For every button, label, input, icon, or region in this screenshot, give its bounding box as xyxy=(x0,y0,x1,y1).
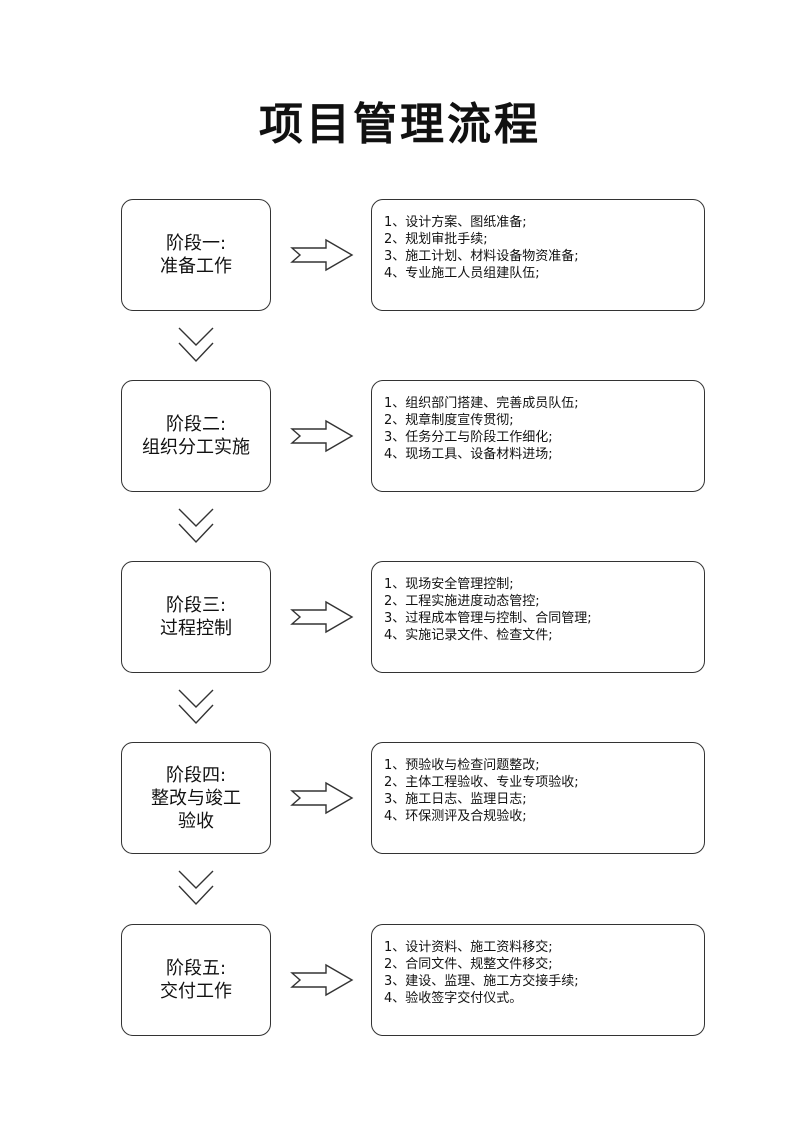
stage-label-line: 阶段五: xyxy=(165,958,227,979)
detail-item: 4、环保测评及合规验收; xyxy=(384,809,527,824)
stage-label-line: 交付工作 xyxy=(160,981,232,1002)
arrow-down-icon xyxy=(176,868,216,908)
page-title: 项目管理流程 xyxy=(259,99,541,150)
stage-label-line: 阶段四: xyxy=(165,764,227,786)
detail-item: 2、规章制度宣传贯彻; xyxy=(384,413,514,428)
detail-item: 2、合同文件、规整文件移交; xyxy=(384,957,553,972)
arrow-right-icon xyxy=(290,599,354,635)
detail-item: 2、规划审批手续; xyxy=(384,232,488,247)
stage-label-line: 验收 xyxy=(178,810,214,832)
detail-item: 2、工程实施进度动态管控; xyxy=(384,594,540,609)
stage-label-line: 阶段三: xyxy=(165,595,227,616)
stage-label-line: 阶段一: xyxy=(165,233,227,254)
detail-item: 3、任务分工与阶段工作细化; xyxy=(384,430,553,445)
detail-item: 3、施工计划、材料设备物资准备; xyxy=(384,249,579,264)
stage-box-5: 阶段五:交付工作 xyxy=(121,924,271,1036)
detail-item: 4、现场工具、设备材料进场; xyxy=(384,447,553,462)
stage-label-line: 整改与竣工 xyxy=(151,787,241,809)
stage-label-line: 阶段二: xyxy=(165,414,227,435)
stage-label-line: 组织分工实施 xyxy=(142,437,250,458)
detail-item: 1、预验收与检查问题整改; xyxy=(384,758,540,773)
arrow-down-icon xyxy=(176,687,216,727)
detail-box-2: 1、组织部门搭建、完善成员队伍; 2、规章制度宣传贯彻; 3、任务分工与阶段工作细化… xyxy=(371,380,705,492)
arrow-right-icon xyxy=(290,237,354,273)
detail-item: 1、设计资料、施工资料移交; xyxy=(384,940,553,955)
arrow-right-icon xyxy=(290,780,354,816)
detail-item: 1、组织部门搭建、完善成员队伍; xyxy=(384,396,579,411)
detail-item: 3、建设、监理、施工方交接手续; xyxy=(384,974,579,989)
arrow-down-icon xyxy=(176,506,216,546)
arrow-down-icon xyxy=(176,325,216,365)
arrow-right-icon xyxy=(290,418,354,454)
stage-box-4: 阶段四:整改与竣工验收 xyxy=(121,742,271,854)
detail-box-4: 1、预验收与检查问题整改; 2、主体工程验收、专业专项验收; 3、施工日志、监理日志… xyxy=(371,742,705,854)
stage-box-1: 阶段一:准备工作 xyxy=(121,199,271,311)
detail-item: 2、主体工程验收、专业专项验收; xyxy=(384,775,579,790)
detail-item: 4、实施记录文件、检查文件; xyxy=(384,628,553,643)
detail-box-5: 1、设计资料、施工资料移交; 2、合同文件、规整文件移交; 3、建设、监理、施工方交… xyxy=(371,924,705,1036)
detail-item: 3、施工日志、监理日志; xyxy=(384,792,527,807)
detail-item: 3、过程成本管理与控制、合同管理; xyxy=(384,611,592,626)
detail-box-3: 1、现场安全管理控制; 2、工程实施进度动态管控; 3、过程成本管理与控制、合同管理… xyxy=(371,561,705,673)
detail-item: 1、现场安全管理控制; xyxy=(384,577,514,592)
stage-box-3: 阶段三:过程控制 xyxy=(121,561,271,673)
stage-label-line: 过程控制 xyxy=(160,618,232,639)
detail-box-1: 1、设计方案、图纸准备; 2、规划审批手续; 3、施工计划、材料设备物资准备; 4、专… xyxy=(371,199,705,311)
stage-label-line: 准备工作 xyxy=(160,256,232,277)
detail-item: 4、专业施工人员组建队伍; xyxy=(384,266,540,281)
stage-box-2: 阶段二:组织分工实施 xyxy=(121,380,271,492)
detail-item: 1、设计方案、图纸准备; xyxy=(384,215,527,230)
detail-item: 4、验收签字交付仪式。 xyxy=(384,991,523,1006)
arrow-right-icon xyxy=(290,962,354,998)
